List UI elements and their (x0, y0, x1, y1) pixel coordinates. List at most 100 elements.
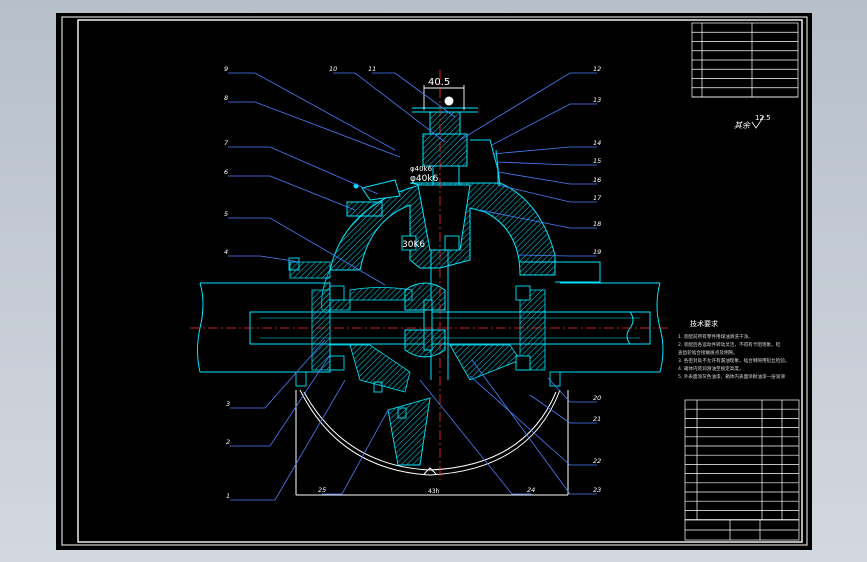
part-number: 12 (593, 65, 601, 73)
dimension-top: 40.5 (428, 77, 450, 88)
fit-lower: φ40k6 (410, 174, 439, 184)
assembly-drawing: 其余 12.5 技术要求 1. 装配前所有零件用煤油清洗干净。 2. 装配后各运… (61, 16, 808, 546)
leader-25: 25 (318, 409, 389, 495)
leader-17: 17 (497, 184, 602, 203)
part-number: 25 (318, 486, 326, 494)
parts-list-table (691, 22, 799, 98)
leader-2: 2 (226, 354, 331, 447)
leader-15: 15 (497, 157, 601, 166)
tech-line: 查齿轮啮合接触斑点及侧隙。 (678, 349, 738, 356)
title-block (684, 399, 800, 541)
part-number: 20 (593, 394, 601, 402)
leader-line (322, 409, 389, 495)
part-number: 19 (593, 248, 601, 256)
leader-line (479, 209, 597, 229)
leader-18: 18 (479, 209, 601, 229)
outer-border (61, 16, 808, 546)
tech-line: 3. 各密封处不允许有漏油现象，啮合侧隙用铅丝检验。 (678, 357, 790, 364)
fit-upper: φ40k6 (410, 165, 433, 173)
part-number: 11 (368, 65, 376, 73)
leader-line (228, 255, 301, 263)
part-number: 18 (593, 220, 601, 228)
leader-19: 19 (517, 248, 601, 257)
leader-line (517, 254, 597, 257)
leader-23: 23 (471, 359, 601, 495)
roughness-label: 其余 (734, 121, 751, 130)
part-number: 3 (226, 400, 230, 408)
leader-7: 7 (224, 139, 379, 195)
fit-dimensions: φ40k6 φ40k6 30K6 43h (402, 165, 440, 495)
leader-line (471, 359, 597, 495)
leader-16: 16 (497, 171, 601, 185)
leader-line (497, 184, 597, 203)
leader-line (230, 354, 331, 447)
leader-line (333, 72, 446, 143)
part-number: 15 (593, 157, 601, 165)
part-number: 16 (593, 176, 601, 184)
part-number: 13 (593, 96, 601, 104)
tech-line: 2. 装配后各运动件转动灵活，不得有卡阻现象。检 (678, 341, 781, 348)
top-cap (423, 85, 465, 110)
leader-line (228, 101, 401, 158)
bearings (329, 235, 531, 371)
tech-title: 技术要求 (690, 319, 718, 328)
leader-line (372, 72, 456, 118)
leader-line (230, 379, 346, 501)
dim-top-label: 40.5 (428, 77, 450, 88)
leader-line (497, 161, 597, 166)
leader-line (529, 394, 597, 424)
part-number: 6 (224, 168, 228, 176)
part-number: 7 (224, 139, 229, 147)
part-number: 5 (224, 210, 228, 218)
part-number: 2 (226, 438, 230, 446)
part-number: 10 (329, 65, 337, 73)
leader-21: 21 (529, 394, 601, 424)
part-number: 17 (593, 194, 602, 202)
part-number: 4 (224, 248, 228, 256)
leader-line (419, 379, 531, 495)
oil-cup (346, 179, 401, 217)
leader-1: 1 (226, 379, 346, 501)
leader-22: 22 (469, 375, 601, 466)
part-number: 1 (226, 492, 230, 500)
leader-line (228, 72, 396, 151)
inner-border (77, 19, 803, 543)
part-number: 22 (593, 457, 601, 465)
leader-6: 6 (224, 168, 356, 211)
part-number: 9 (224, 65, 228, 73)
leader-line (491, 103, 597, 146)
leader-11: 11 (368, 65, 456, 118)
roughness-symbol: 其余 12.5 (734, 114, 771, 130)
leader-14: 14 (491, 139, 601, 155)
part-number: 23 (593, 486, 601, 494)
leader-line (497, 171, 597, 185)
leader-line (228, 217, 386, 286)
leader-line (230, 339, 326, 409)
leader-5: 5 (224, 210, 386, 286)
technical-requirements: 技术要求 1. 装配前所有零件用煤油清洗干净。 2. 装配后各运动件转动灵活，不… (678, 319, 790, 380)
part-number: 24 (527, 486, 535, 494)
leader-9: 9 (224, 65, 396, 151)
leader-13: 13 (491, 96, 601, 146)
tech-line: 5. 外表面涂灰色油漆，箱体内表面涂耐油漆一层润滑 (678, 373, 785, 380)
bearing-fit: 30K6 (402, 240, 425, 250)
leader-3: 3 (226, 339, 326, 409)
leader-10: 10 (329, 65, 446, 143)
leader-line (547, 377, 597, 403)
leader-8: 8 (224, 94, 401, 158)
bevel-gear-segment (387, 397, 431, 466)
drawing-sheet: 其余 12.5 技术要求 1. 装配前所有零件用煤油清洗干净。 2. 装配后各运… (56, 13, 812, 550)
bottom-cover (295, 389, 569, 496)
leader-line (491, 146, 597, 155)
part-number: 8 (224, 94, 228, 102)
leader-line (228, 175, 356, 211)
tech-line: 1. 装配前所有零件用煤油清洗干净。 (678, 333, 753, 340)
part-number: 21 (593, 415, 601, 423)
leader-line (459, 72, 597, 141)
leader-line (469, 375, 597, 466)
leader-line (228, 146, 379, 195)
input-shaft (404, 107, 501, 380)
part-number: 14 (593, 139, 601, 147)
